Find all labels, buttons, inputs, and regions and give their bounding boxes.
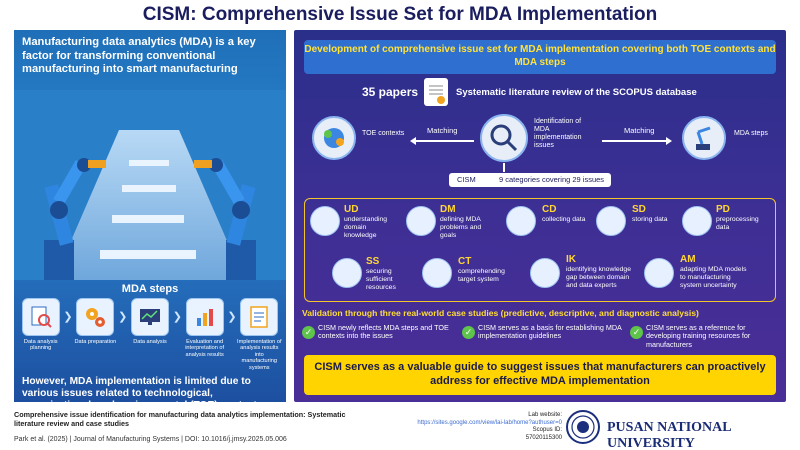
mda-limitation-text: However, MDA implementation is limited d… — [22, 376, 262, 402]
slr-label: Systematic literature review of the SCOP… — [456, 87, 697, 98]
system-icon — [422, 258, 452, 288]
mda-steps-title: MDA steps — [121, 283, 179, 295]
robot-arms-illustration — [14, 90, 286, 280]
university-seal-icon — [566, 410, 600, 444]
categories-panel — [304, 198, 776, 302]
papers-count: 35 papers — [362, 85, 419, 99]
mda-step-analysis: Data analysis — [127, 298, 172, 374]
mda-step-label: Data analysis planning — [23, 339, 58, 352]
category-desc: adapting MDA models to manufacturing sys… — [680, 266, 747, 289]
mda-steps-row: Data analysis planning ❯ Data preparatio… — [18, 298, 282, 374]
category-desc: defining MDA problems and goals — [440, 216, 482, 239]
validation-heading: Validation through three real-world case… — [302, 308, 699, 318]
chevron-right-icon: ❯ — [118, 311, 128, 323]
target-icon — [406, 206, 436, 236]
robot-arm-icon — [682, 116, 726, 160]
bar-chart-icon — [185, 298, 224, 336]
right-panel: Development of comprehensive issue set f… — [294, 30, 786, 402]
development-banner: Development of comprehensive issue set f… — [304, 40, 776, 74]
mda-step-implementation: Implementation of analysis results into … — [237, 298, 282, 374]
mda-step-label: Data preparation — [74, 339, 117, 345]
mda-step-label: Implementation of analysis results into … — [237, 339, 282, 371]
university-name: PUSAN NATIONAL UNIVERSITY — [607, 420, 731, 450]
mda-step-preparation: Data preparation — [73, 298, 118, 374]
lab-website-link[interactable]: https://sites.google.com/view/lai-lab/ho… — [417, 419, 562, 426]
category-desc: securing sufficient resources — [366, 268, 396, 291]
monitor-chart-icon — [130, 298, 169, 336]
category-code: SS — [366, 256, 380, 267]
lab-info: Lab website: https://sites.google.com/vi… — [384, 412, 562, 442]
book-icon — [310, 206, 340, 236]
down-arrow-line — [503, 163, 505, 172]
category-desc: preprocessing data — [716, 216, 759, 231]
paper-title: Comprehensive issue identification for m… — [14, 410, 346, 428]
page-title: CISM: Comprehensive Issue Set for MDA Im… — [142, 4, 658, 25]
category-code: IK — [566, 254, 576, 265]
paper-citation: Park et al. (2025) | Journal of Manufact… — [14, 436, 287, 443]
checklist-icon — [240, 298, 279, 336]
mda-step-evaluation: Evaluation and interpretation of analysi… — [182, 298, 227, 374]
matching-arrow-left — [414, 140, 474, 142]
scopus-label: Scopus ID: — [532, 427, 562, 433]
mda-step-label: Data analysis — [133, 339, 167, 345]
chevron-right-icon: ❯ — [227, 311, 237, 323]
toe-icon — [312, 116, 356, 160]
category-desc: storing data — [632, 216, 668, 223]
mda-steps-label: MDA steps — [734, 130, 768, 137]
magnifier-icon — [480, 114, 528, 162]
cism-tag: CISM — [457, 175, 476, 184]
chevron-right-icon: ❯ — [172, 311, 182, 323]
paper-document-icon — [424, 78, 448, 106]
conclusion-banner: CISM serves as a valuable guide to sugge… — [304, 355, 776, 395]
monitor-icon — [644, 258, 674, 288]
gear-icon — [682, 206, 712, 236]
chevron-right-icon: ❯ — [63, 311, 73, 323]
check-icon: ✓ — [302, 326, 315, 339]
category-code: PD — [716, 204, 730, 215]
robot-icon — [530, 258, 560, 288]
category-code: CD — [542, 204, 557, 215]
check-icon: ✓ — [462, 326, 475, 339]
category-code: SD — [632, 204, 646, 215]
check-icon: ✓ — [630, 326, 643, 339]
storage-icon — [596, 206, 626, 236]
category-desc: identifying knowledge gap between domain… — [566, 266, 631, 289]
lab-website-label: Lab website: — [528, 412, 562, 418]
category-code: CT — [458, 256, 472, 267]
categories-count-text: 9 categories covering 29 issues — [499, 175, 605, 184]
category-desc: understanding domain knowledge — [344, 216, 388, 239]
cism-summary-box — [449, 173, 611, 187]
category-desc: comprehending target system — [458, 268, 505, 283]
arrow-right-icon — [666, 137, 672, 145]
validation-item: CISM serves as a basis for establishing … — [478, 323, 622, 341]
category-code: DM — [440, 204, 456, 215]
mda-intro-text: Manufacturing data analytics (MDA) is a … — [22, 36, 256, 76]
category-code: UD — [344, 204, 359, 215]
mda-step-label: Evaluation and interpretation of analysi… — [185, 339, 225, 358]
validation-item: CISM newly reflects MDA steps and TOE co… — [318, 323, 449, 341]
identification-label: Identification of MDA implementation iss… — [534, 118, 582, 150]
gears-icon — [76, 298, 115, 336]
category-desc: collecting data — [542, 216, 586, 223]
magnifier-document-icon — [21, 298, 60, 336]
matching-arrow-right — [602, 140, 668, 142]
category-code: AM — [680, 254, 696, 265]
toe-contexts-label: TOE contexts — [362, 130, 405, 137]
mda-step-planning: Data analysis planning — [18, 298, 63, 374]
left-panel: Manufacturing data analytics (MDA) is a … — [14, 30, 286, 402]
matching-label-right: Matching — [624, 126, 655, 135]
database-icon — [506, 206, 536, 236]
money-icon — [332, 258, 362, 288]
arrow-left-icon — [410, 137, 416, 145]
matching-label-left: Matching — [427, 126, 458, 135]
scopus-id: 57020115300 — [525, 434, 562, 441]
validation-item: CISM serves as a reference for developin… — [646, 323, 751, 349]
